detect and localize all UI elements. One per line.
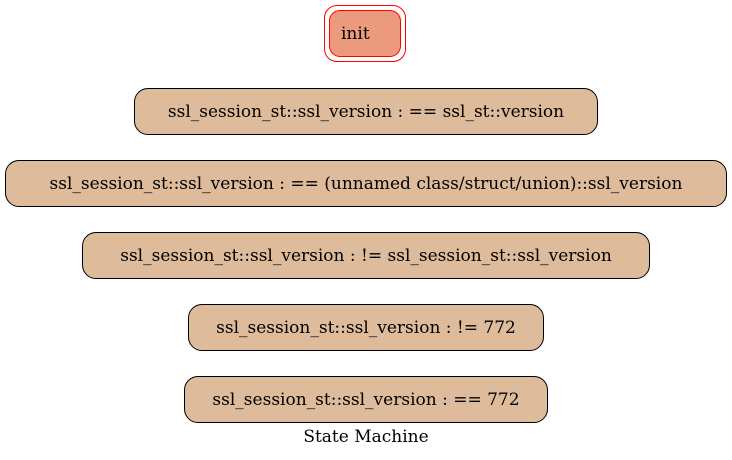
state-node-3: ssl_session_st::ssl_version : != ssl_ses… (82, 232, 650, 279)
diagram-caption: State Machine (303, 427, 429, 447)
state-node-label: ssl_session_st::ssl_version : != 772 (216, 317, 516, 338)
state-node-5: ssl_session_st::ssl_version : == 772 (184, 376, 548, 423)
state-node-1: ssl_session_st::ssl_version : == ssl_st:… (134, 88, 598, 135)
state-node-label: ssl_session_st::ssl_version : == (unname… (49, 173, 683, 194)
init-state-outer-border (324, 5, 406, 62)
state-node-label: ssl_session_st::ssl_version : != ssl_ses… (120, 245, 612, 266)
init-state-label: init (341, 23, 370, 44)
state-node-2: ssl_session_st::ssl_version : == (unname… (5, 160, 727, 207)
state-node-label: ssl_session_st::ssl_version : == ssl_st:… (167, 101, 565, 122)
state-node-4: ssl_session_st::ssl_version : != 772 (188, 304, 544, 351)
state-node-label: ssl_session_st::ssl_version : == 772 (212, 389, 520, 410)
init-state: init (329, 10, 401, 57)
